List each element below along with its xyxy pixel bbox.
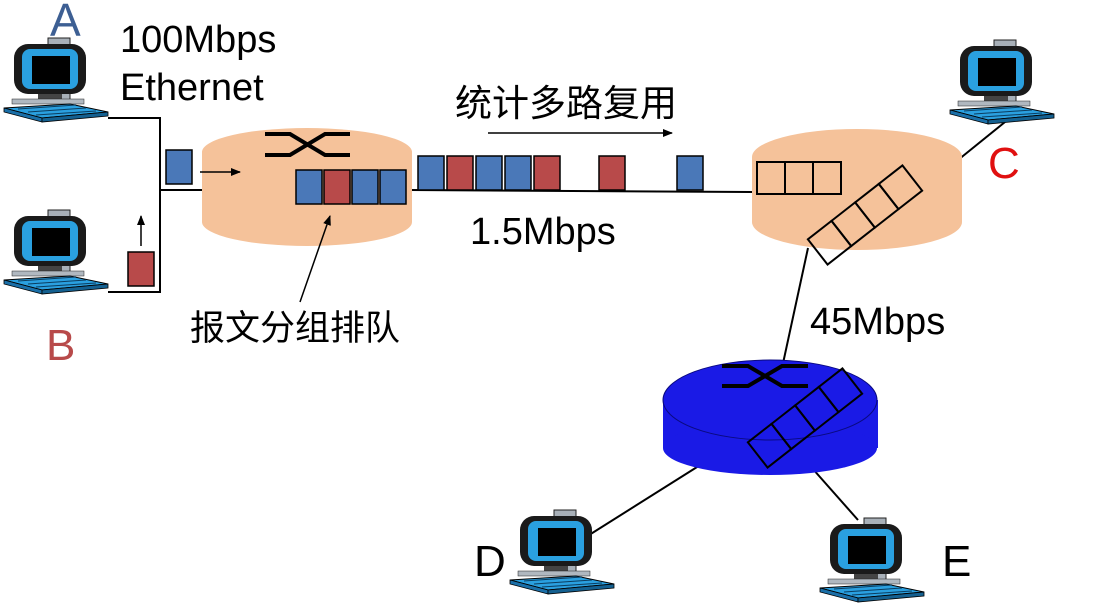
wan-packet: [533, 155, 561, 191]
router-left-top: [202, 128, 412, 176]
router-blue-cross-icon: [722, 364, 808, 388]
host-a-link: [108, 117, 161, 190]
blue-router-to-host-e-link: [811, 467, 859, 521]
wan-packet: [417, 155, 445, 191]
ethernet-type-label: Ethernet: [120, 67, 264, 109]
queue-packet: [351, 169, 379, 205]
queue-packet: [379, 169, 407, 205]
host-b-computer-icon: [3, 209, 109, 295]
packet-from-a: [165, 149, 193, 185]
packet-queuing-label: 报文分组排队: [190, 309, 400, 349]
buffer-slot: [817, 367, 864, 414]
queue-packet: [295, 169, 323, 205]
wan-packet: [475, 155, 503, 191]
wan-rate-label: 1.5Mbps: [470, 211, 616, 253]
router-right-bottom: [752, 194, 962, 250]
router-c-to-host-c-link: [957, 121, 1006, 161]
lower-link-rate-label: 45Mbps: [810, 301, 945, 343]
router-to-blue-router-link: [781, 247, 809, 369]
packets-in-transit: [127, 149, 704, 287]
router-left-bottom: [202, 198, 412, 246]
router-right-input-buffer: [756, 161, 842, 195]
packet-from-b: [127, 251, 155, 287]
buffer-slot: [812, 161, 842, 195]
router-left-cross-icon: [265, 132, 350, 157]
host-d-computer-icon: [509, 509, 615, 595]
host-b-label: B: [46, 321, 75, 370]
host-d-label: D: [474, 537, 506, 586]
ethernet-rate-label: 100Mbps: [120, 19, 276, 61]
router-right-output-buffer: [806, 164, 924, 266]
wan-packet: [446, 155, 474, 191]
host-b-link: [108, 190, 161, 293]
host-e-label: E: [942, 537, 971, 586]
queue-pointer-arrow: [299, 215, 331, 303]
router-left: [202, 128, 412, 246]
router-right-top: [752, 129, 962, 185]
wan-packet: [598, 155, 626, 191]
buffer-slot: [877, 164, 924, 211]
blue-router-to-host-d-link: [577, 461, 706, 543]
router-blue-top: [662, 359, 878, 441]
router-blue-buffer: [746, 367, 864, 469]
host-c-label: C: [988, 139, 1020, 188]
host-e-computer-icon: [819, 517, 925, 603]
wan-packet: [504, 155, 532, 191]
statistical-multiplexing-label: 统计多路复用: [455, 82, 677, 125]
router-left-queue: [295, 169, 407, 205]
wan-packet: [676, 155, 704, 191]
queue-packet: [323, 169, 351, 205]
router-right: [752, 129, 962, 266]
host-a-label: A: [50, 0, 81, 46]
arrows: [137, 129, 673, 303]
host-a-computer-icon: [3, 37, 109, 123]
host-c-computer-icon: [949, 39, 1055, 125]
router-blue: [662, 359, 878, 475]
